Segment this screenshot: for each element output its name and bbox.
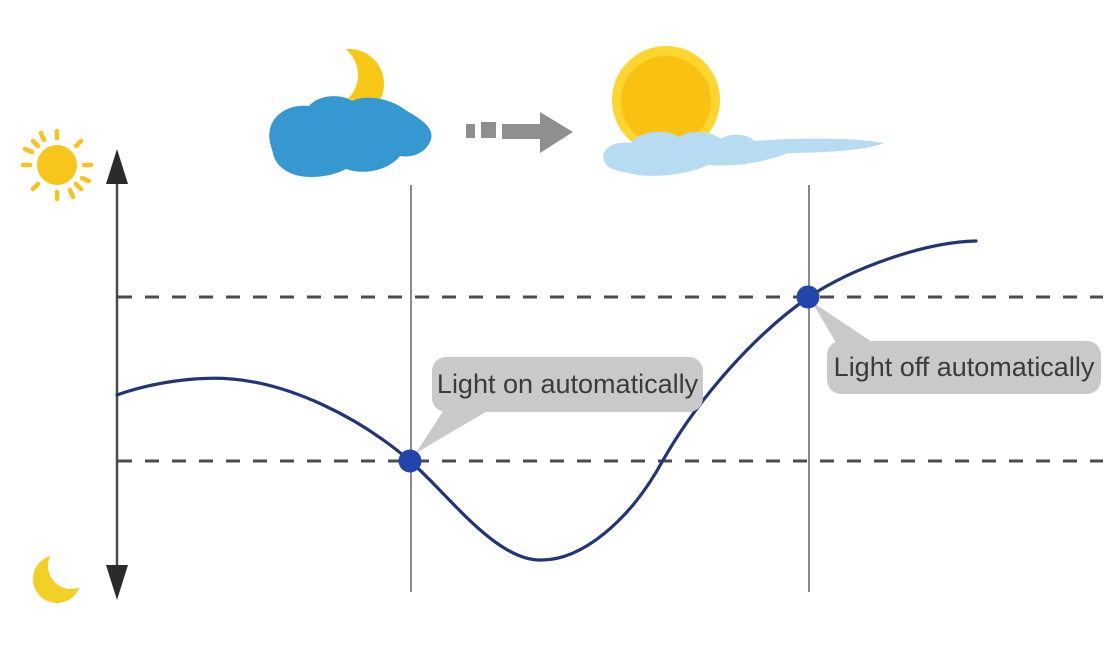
sun-rays [20,128,94,202]
light-on-marker-dot [398,449,422,473]
light-off-bubble-tail [812,302,878,346]
arrow-head [540,112,573,153]
sun-icon [20,128,94,202]
night-cloud [269,96,432,178]
arrow-dash-1 [466,124,475,138]
light-on-bubble: Light on automatically [432,357,703,412]
sun-body [37,145,77,185]
light-off-bubble: Light off automatically [827,341,1101,394]
night-moon-cutout [292,42,358,108]
moon-cutout [48,543,94,589]
dashed-right-arrow-icon [466,112,573,153]
light-off-marker-dot [796,285,820,309]
day-cloud [603,131,884,176]
light-on-bubble-label: Light on automatically [436,369,699,399]
light-on-bubble-tail [416,405,489,453]
light-off-bubble-label: Light off automatically [833,352,1095,382]
arrow-shaft [502,124,541,139]
axis-arrowhead-up-icon [106,149,128,184]
crescent-moon-icon [33,543,94,603]
brightness-axis [106,149,128,600]
day-sun-inner [621,56,711,146]
night-cloud-moon-icon [269,42,432,178]
day-sun-cloud-icon [603,46,884,176]
arrow-dash-2 [481,122,496,138]
axis-arrowhead-down-icon [106,565,128,600]
